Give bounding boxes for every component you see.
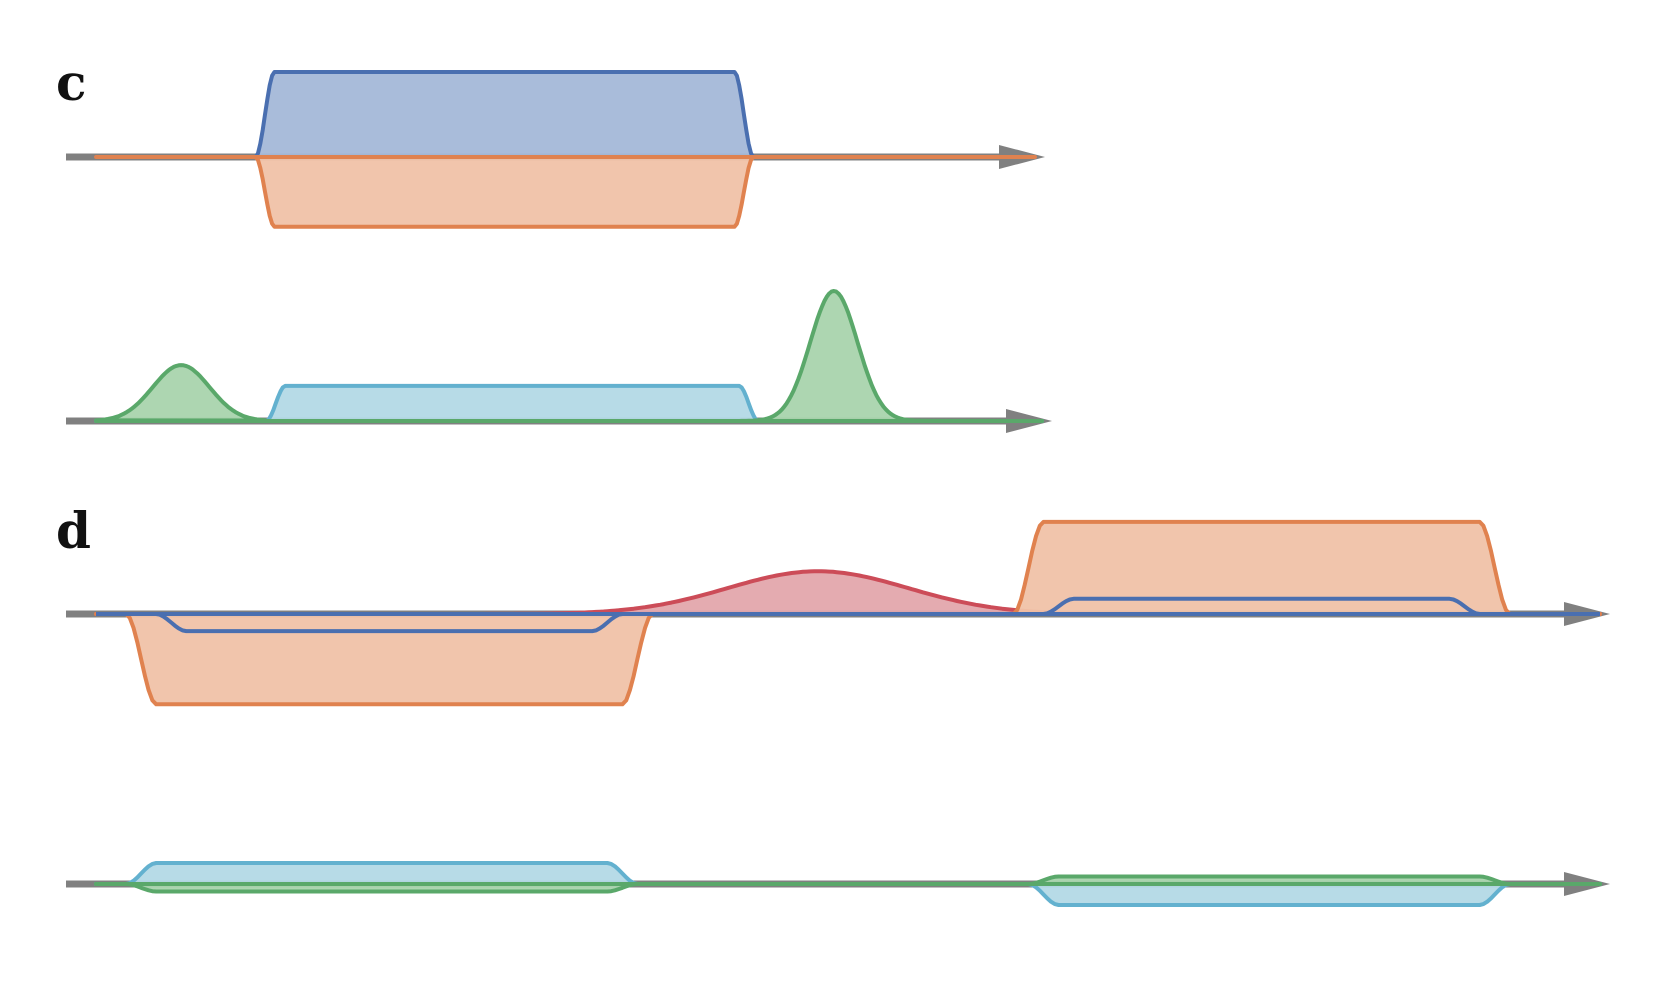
series-green-3: [94, 874, 1602, 886]
plot-d-3: [66, 861, 1610, 907]
series-blue-0: [94, 70, 1037, 159]
line-blue-1: [96, 596, 1600, 616]
panel-label-d: d: [56, 501, 91, 560]
series-orange-1: [94, 155, 1037, 229]
plot-c-0: [66, 70, 1045, 229]
series-orange-0: [94, 612, 1602, 707]
plot-d-2: [66, 519, 1610, 707]
plots-layer: [66, 70, 1610, 907]
panel-label-c: c: [56, 53, 86, 112]
plot-c-1: [66, 289, 1052, 433]
series-green-2: [94, 289, 1044, 423]
